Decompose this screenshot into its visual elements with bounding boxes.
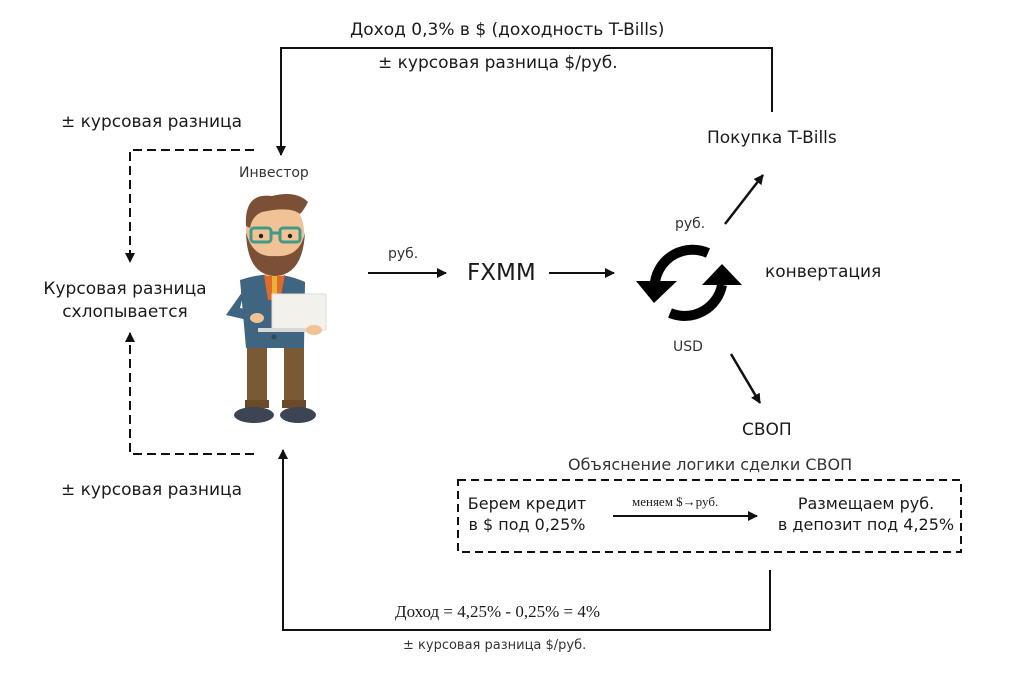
left-fx-diff-bottom: ± курсовая разница [61,480,242,500]
conversion-rub-label: руб. [675,216,706,232]
swap-box-left: Берем кредит в $ под 0,25% [462,493,592,535]
dashed-arrow-bottom [125,332,254,455]
dashed-arrow-top [125,149,254,263]
top-income-label: Доход 0,3% в $ (доходность T-Bills) [350,20,665,40]
swap-label: СВОП [742,420,792,440]
swap-box-title: Объяснение логики сделки СВОП [568,455,853,474]
top-fx-diff-label: ± курсовая разница $/руб. [378,53,618,73]
collapse-label-line2: схлопывается [62,302,188,322]
rub-label: руб. [388,246,419,262]
swap-arrow [729,353,762,404]
bottom-income-label: Доход = 4,25% - 0,25% = 4% [395,602,601,621]
fxmm-label: FXMM [467,260,536,286]
conversion-label: конвертация [765,262,882,282]
investor-label: Инвестор [239,165,309,181]
swap-explanation-box [457,479,962,553]
bottom-return-arrow [278,449,771,631]
tbills-label: Покупка T-Bills [707,128,837,148]
swap-box-left-line1: Берем кредит [467,494,587,513]
left-fx-diff-top: ± курсовая разница [61,112,242,132]
investor-figure [226,194,327,423]
bottom-fx-diff-label: ± курсовая разница $/руб. [403,638,587,653]
conversion-cycle-icon [636,244,742,321]
collapse-label: Курсовая разница схлопывается [30,278,220,324]
top-return-arrow [276,47,773,156]
swap-box-right-line1: Размещаем руб. [797,494,935,513]
conversion-usd-label: USD [673,339,703,355]
collapse-label-line1: Курсовая разница [43,279,207,299]
swap-box-left-line2: в $ под 0,25% [468,515,586,534]
swap-box-right-line2: в депозит под 4,25% [777,515,955,534]
swap-box-right: Размещаем руб. в депозит под 4,25% [776,493,956,535]
tbills-arrow [724,174,764,225]
swap-box-arrow-label: меняем $→руб. [632,494,719,509]
